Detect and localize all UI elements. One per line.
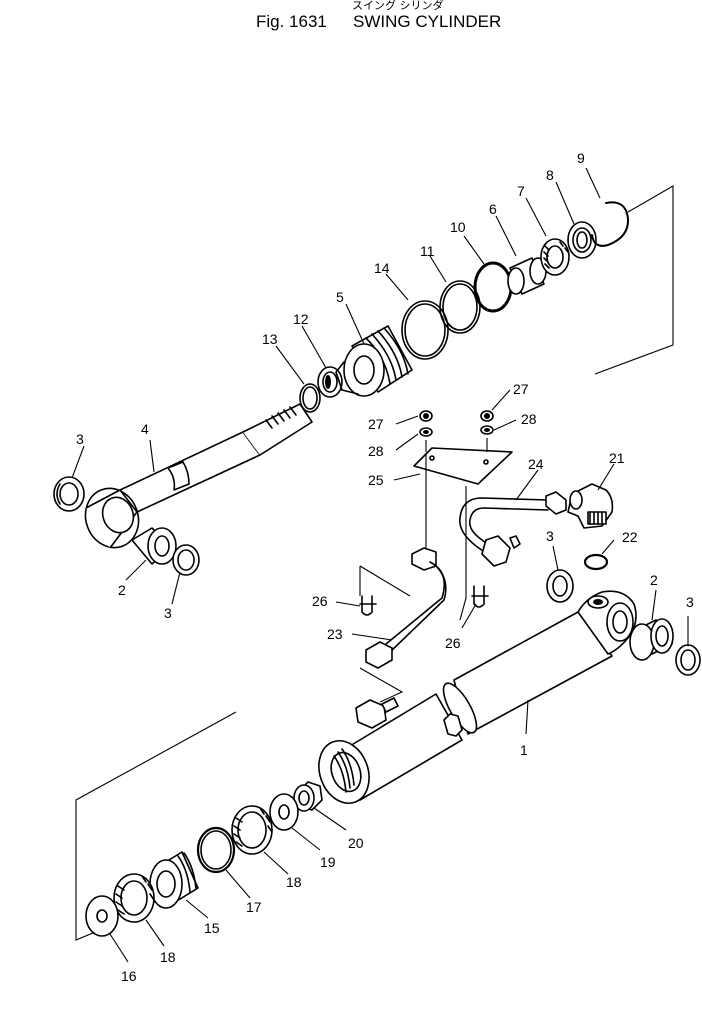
callout-5: 5 (336, 289, 344, 305)
part-9-snap-ring (591, 201, 630, 247)
part-3-bushing-upper-right (546, 569, 574, 603)
callout-18: 18 (160, 949, 176, 965)
part-18-wear-ring-lower (113, 873, 155, 923)
part-12-seal (317, 366, 343, 398)
callout-28: 28 (521, 411, 537, 427)
callout-2: 2 (118, 582, 126, 598)
part-20-nut (293, 781, 323, 812)
part-7-buffer-ring (540, 238, 570, 276)
part-28-washer-left (419, 427, 433, 437)
part-25-plate (413, 438, 513, 485)
callout-21: 21 (609, 450, 625, 466)
callout-4: 4 (141, 421, 149, 437)
part-28-washer-right (480, 425, 494, 435)
callout-14: 14 (374, 260, 390, 276)
callout-28: 28 (368, 443, 384, 459)
part-18-wear-ring-upper (231, 805, 273, 855)
part-3-bushing-right (675, 644, 701, 676)
callout-9: 9 (577, 150, 585, 166)
callout-1: 1 (520, 742, 528, 758)
part-3-bushing-rod-eye (172, 544, 200, 576)
callout-3: 3 (546, 528, 554, 544)
part-10-o-ring (473, 261, 513, 313)
callout-27: 27 (513, 381, 529, 397)
title-japanese: スイング シリンダ (352, 0, 444, 12)
callout-22: 22 (622, 529, 638, 545)
callout-10: 10 (450, 219, 466, 235)
callout-15: 15 (204, 920, 220, 936)
callout-6: 6 (489, 201, 497, 217)
leader-lines (71, 167, 689, 963)
upper-group-bracket (594, 185, 674, 375)
callout-16: 16 (121, 968, 137, 984)
callout-18: 18 (286, 874, 302, 890)
figure-number: Fig. 1631 (256, 12, 327, 31)
callout-11: 11 (420, 243, 435, 259)
part-26-clamp-left (359, 595, 377, 616)
callout-25: 25 (368, 472, 384, 488)
part-5-cylinder-head (335, 325, 413, 397)
part-4-piston-rod (84, 403, 313, 549)
callout-26: 26 (312, 593, 328, 609)
part-16-seal-ring (85, 895, 119, 937)
part-8-dust-seal (567, 221, 597, 259)
part-2-bushing-right (629, 618, 674, 661)
part-3-bushing-upper-left (53, 476, 85, 512)
callout-13: 13 (262, 331, 278, 347)
part-19-spacer (269, 793, 299, 831)
callout-19: 19 (320, 854, 336, 870)
part-15-piston (149, 851, 199, 909)
callout-7: 7 (517, 183, 525, 199)
callout-26: 26 (445, 635, 461, 651)
part-26-clamp-right (471, 585, 489, 608)
figure-title: SWING CYLINDER (353, 12, 501, 31)
callout-17: 17 (246, 899, 262, 915)
part-23-pipe-lower (359, 454, 467, 703)
part-13-snap-ring (299, 383, 321, 413)
part-2-bushing-rod-eye (131, 527, 177, 565)
part-27-nut-right (480, 410, 494, 422)
part-27-nut-left (419, 410, 433, 422)
callout-3: 3 (164, 605, 172, 621)
callout-20: 20 (348, 835, 364, 851)
callout-23: 23 (327, 626, 343, 642)
part-6-bushing (507, 257, 547, 295)
callout-8: 8 (546, 167, 554, 183)
part-22-o-ring (583, 553, 609, 571)
callout-2: 2 (650, 572, 658, 588)
part-24-pipe-upper (459, 491, 567, 567)
callout-27: 27 (368, 416, 384, 432)
part-1-cylinder-tube (318, 590, 637, 804)
callout-labels: 1 2 2 3 3 3 3 4 5 6 7 8 9 10 11 12 13 14… (76, 150, 694, 984)
part-21-elbow (567, 483, 614, 529)
callout-24: 24 (528, 456, 544, 472)
callout-12: 12 (293, 311, 309, 327)
part-11-backup-ring (439, 280, 481, 334)
lower-group-bracket (75, 711, 237, 941)
part-14-o-ring (401, 300, 449, 360)
part-17-piston-ring (196, 826, 236, 874)
callout-3: 3 (76, 431, 84, 447)
callout-3: 3 (686, 594, 694, 610)
